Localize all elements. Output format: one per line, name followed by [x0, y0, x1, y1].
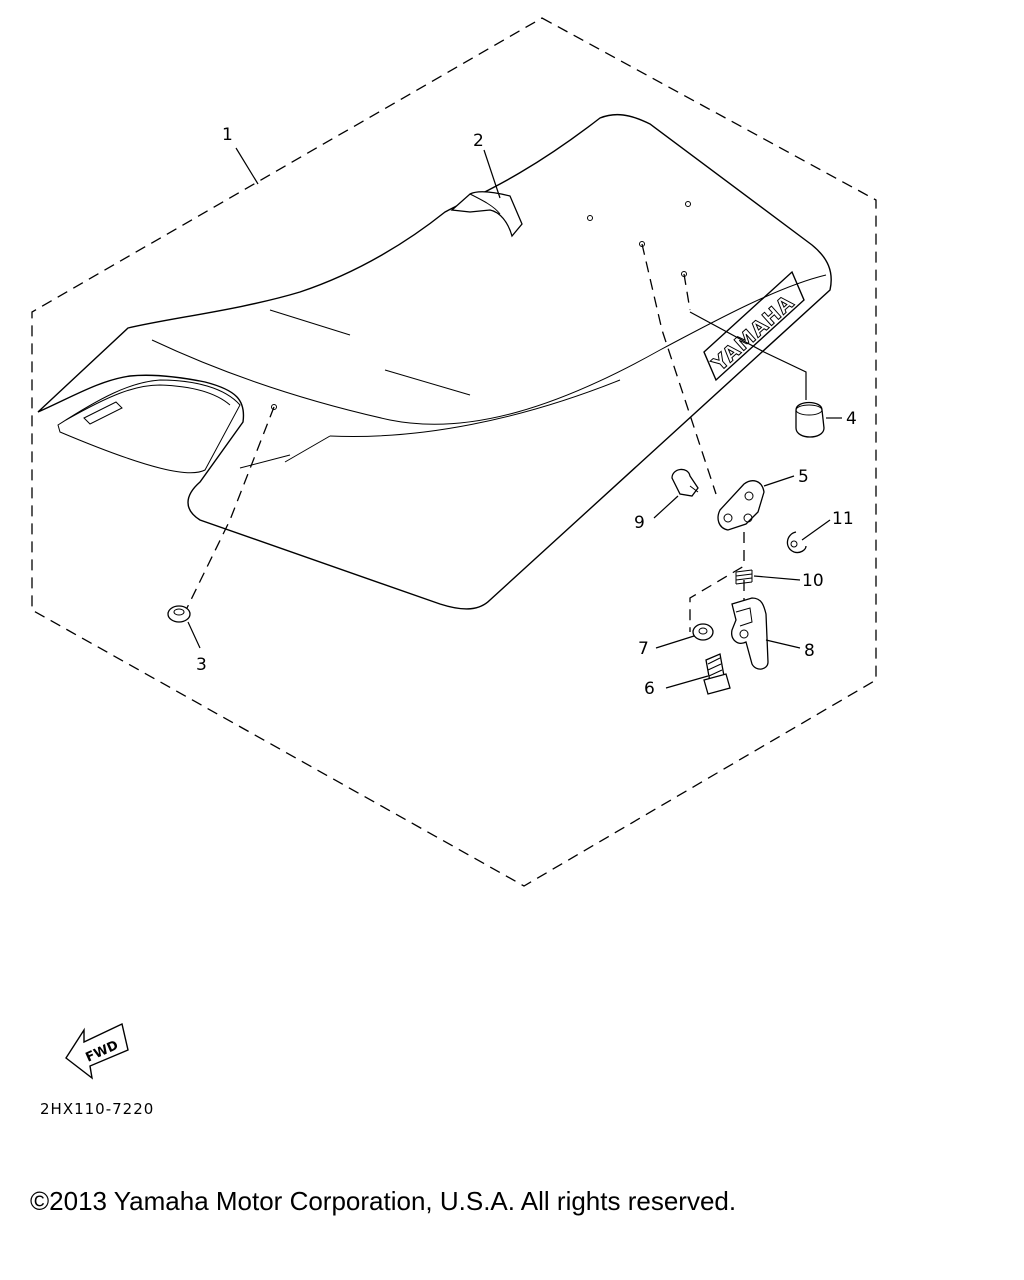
part-9-bolt	[671, 468, 699, 497]
alignment-line-4	[683, 273, 691, 311]
assembly-boundary	[31, 17, 877, 887]
callout-5: 5	[798, 467, 809, 487]
callout-2: 2	[473, 131, 484, 151]
alignment-line-5-8	[689, 532, 745, 632]
leader-2	[483, 149, 501, 199]
part-2-strap	[450, 191, 523, 238]
callout-7: 7	[638, 639, 649, 659]
leader-3	[187, 621, 201, 649]
part-8-lever	[731, 597, 769, 670]
leader-8	[765, 639, 801, 649]
callout-11: 11	[832, 509, 854, 529]
callout-6: 6	[644, 679, 655, 699]
seat-body	[37, 113, 832, 610]
callout-8: 8	[804, 641, 815, 661]
part-code: 2HX110-7220	[40, 1100, 155, 1118]
leader-11	[801, 519, 831, 541]
callout-3: 3	[196, 655, 207, 675]
fwd-arrow-icon: FWD	[65, 1022, 129, 1080]
alignment-line-3	[185, 406, 275, 611]
leader-5	[763, 475, 795, 487]
leader-4-bend	[689, 311, 807, 400]
copyright-notice: ©2013 Yamaha Motor Corporation, U.S.A. A…	[30, 1186, 737, 1216]
part-7-washer	[692, 623, 714, 641]
leader-9	[653, 495, 679, 519]
leader-6	[665, 675, 709, 689]
part-10-spring	[735, 569, 753, 585]
part-6-bolt	[703, 653, 731, 695]
part-5-bracket	[717, 480, 765, 531]
callout-9: 9	[634, 513, 645, 533]
callout-1: 1	[222, 125, 233, 145]
callout-10: 10	[802, 571, 824, 591]
part-11-clip	[786, 531, 807, 554]
callout-4: 4	[846, 409, 857, 429]
alignment-line-9-5	[641, 243, 717, 495]
leader-1	[235, 147, 259, 185]
part-4-damper	[795, 401, 825, 438]
leader-10	[753, 575, 801, 581]
leader-7	[655, 635, 695, 649]
part-3-grommet	[167, 605, 191, 623]
